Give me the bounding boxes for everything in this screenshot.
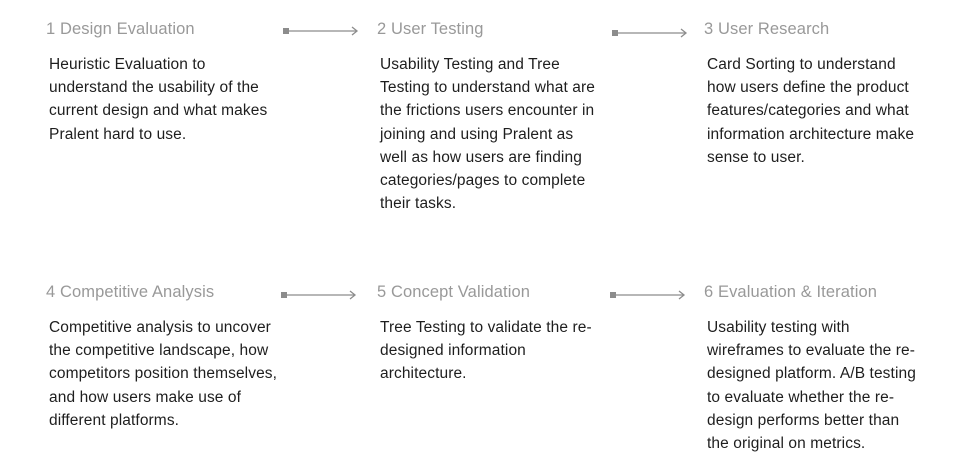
step-title: 1 Design Evaluation	[46, 20, 195, 38]
step-description: Usability testing with wireframes to eva…	[707, 316, 967, 455]
description-line: different platforms.	[49, 411, 180, 429]
description-line: current design and what makes	[49, 102, 268, 120]
description-line: architecture.	[380, 365, 467, 383]
description-line: the frictions users encounter in	[380, 102, 595, 120]
description-line: Tree Testing to validate the re-	[380, 319, 592, 336]
description-line: Testing to understand what are	[380, 79, 595, 97]
description-line: information architecture make	[707, 125, 915, 143]
description-line: understand the usability of the	[49, 79, 259, 97]
step-title: 6 Evaluation & Iteration	[704, 283, 878, 301]
description-line: designed platform. A/B testing	[707, 365, 916, 383]
description-line: features/categories and what	[707, 102, 909, 120]
description-line: designed information	[380, 342, 526, 360]
description-line: categories/pages to complete	[380, 172, 586, 190]
description-line: Heuristic Evaluation to	[49, 56, 206, 73]
description-line: how users define the product	[707, 79, 909, 97]
step-description: Heuristic Evaluation to understand the u…	[49, 53, 314, 146]
step-description: Competitive analysis to uncover the comp…	[49, 316, 324, 432]
arrow-right-icon	[281, 290, 357, 300]
description-line: sense to user.	[707, 148, 805, 166]
arrow-right-icon	[283, 26, 359, 36]
description-line: Pralent hard to use.	[49, 125, 187, 143]
description-line: design performs better than	[707, 411, 900, 429]
step-description: Tree Testing to validate the re- designe…	[380, 316, 645, 386]
step-description: Card Sorting to understand how users def…	[707, 53, 967, 169]
step-title: 4 Competitive Analysis	[46, 283, 215, 301]
description-line: Card Sorting to understand	[707, 56, 896, 73]
description-line: Competitive analysis to uncover	[49, 319, 271, 336]
description-line: competitors position themselves,	[49, 365, 278, 383]
description-line: the competitive landscape, how	[49, 342, 269, 360]
description-line: Usability testing with	[707, 319, 850, 336]
description-line: their tasks.	[380, 195, 457, 213]
step-title: 5 Concept Validation	[377, 283, 531, 301]
description-line: to evaluate whether the re-	[707, 388, 895, 406]
description-line: well as how users are finding	[380, 148, 582, 166]
arrow-right-icon	[610, 290, 686, 300]
description-line: Usability Testing and Tree	[380, 56, 560, 73]
step-description: Usability Testing and Tree Testing to un…	[380, 53, 645, 215]
step-title: 2 User Testing	[377, 20, 484, 38]
description-line: wireframes to evaluate the re-	[707, 342, 916, 360]
step-title: 3 User Research	[704, 20, 830, 38]
description-line: and how users make use of	[49, 388, 242, 406]
arrow-right-icon	[612, 28, 688, 38]
description-line: joining and using Pralent as	[380, 125, 574, 143]
description-line: the original on metrics.	[707, 435, 866, 453]
